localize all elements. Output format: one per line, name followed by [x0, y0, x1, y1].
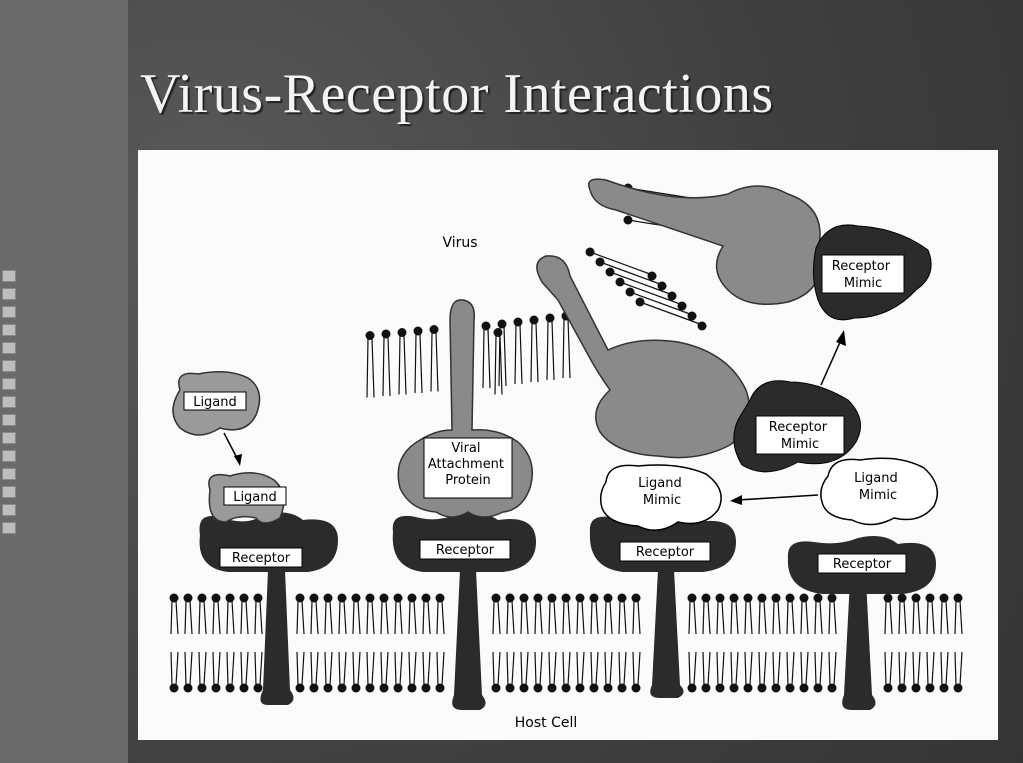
slide-title: Virus-Receptor Interactions [140, 62, 774, 126]
receptor-2-label: Receptor [436, 543, 495, 558]
ligand-bound: Ligand [209, 473, 286, 523]
receptor-mimic-lower: Receptor Mimic [734, 381, 861, 472]
virus-receptor-diagram: Receptor Receptor Receptor Receptor [138, 150, 998, 740]
ligand-free: Ligand [173, 372, 260, 435]
receptor-4-label: Receptor [833, 557, 892, 572]
left-strip [0, 0, 128, 763]
ligand-mimic-bound: Ligand Mimic [601, 465, 721, 530]
virus-label: Virus [442, 235, 477, 251]
decorative-squares [2, 270, 20, 540]
host-cell-label: Host Cell [515, 715, 578, 731]
receptor-mimic-upper: Receptor Mimic [813, 225, 931, 320]
receptor-1: Receptor [199, 512, 338, 705]
viral-protein-upper [589, 179, 820, 304]
ligand-free-label: Ligand [193, 395, 237, 410]
receptor-3: Receptor [590, 514, 736, 698]
receptor-3-label: Receptor [636, 545, 695, 560]
diagram-panel: Receptor Receptor Receptor Receptor [138, 150, 998, 740]
ligand-mimic-free: Ligand Mimic [821, 458, 937, 524]
receptor-1-label: Receptor [232, 551, 291, 566]
ligand-bound-label: Ligand [233, 490, 277, 505]
